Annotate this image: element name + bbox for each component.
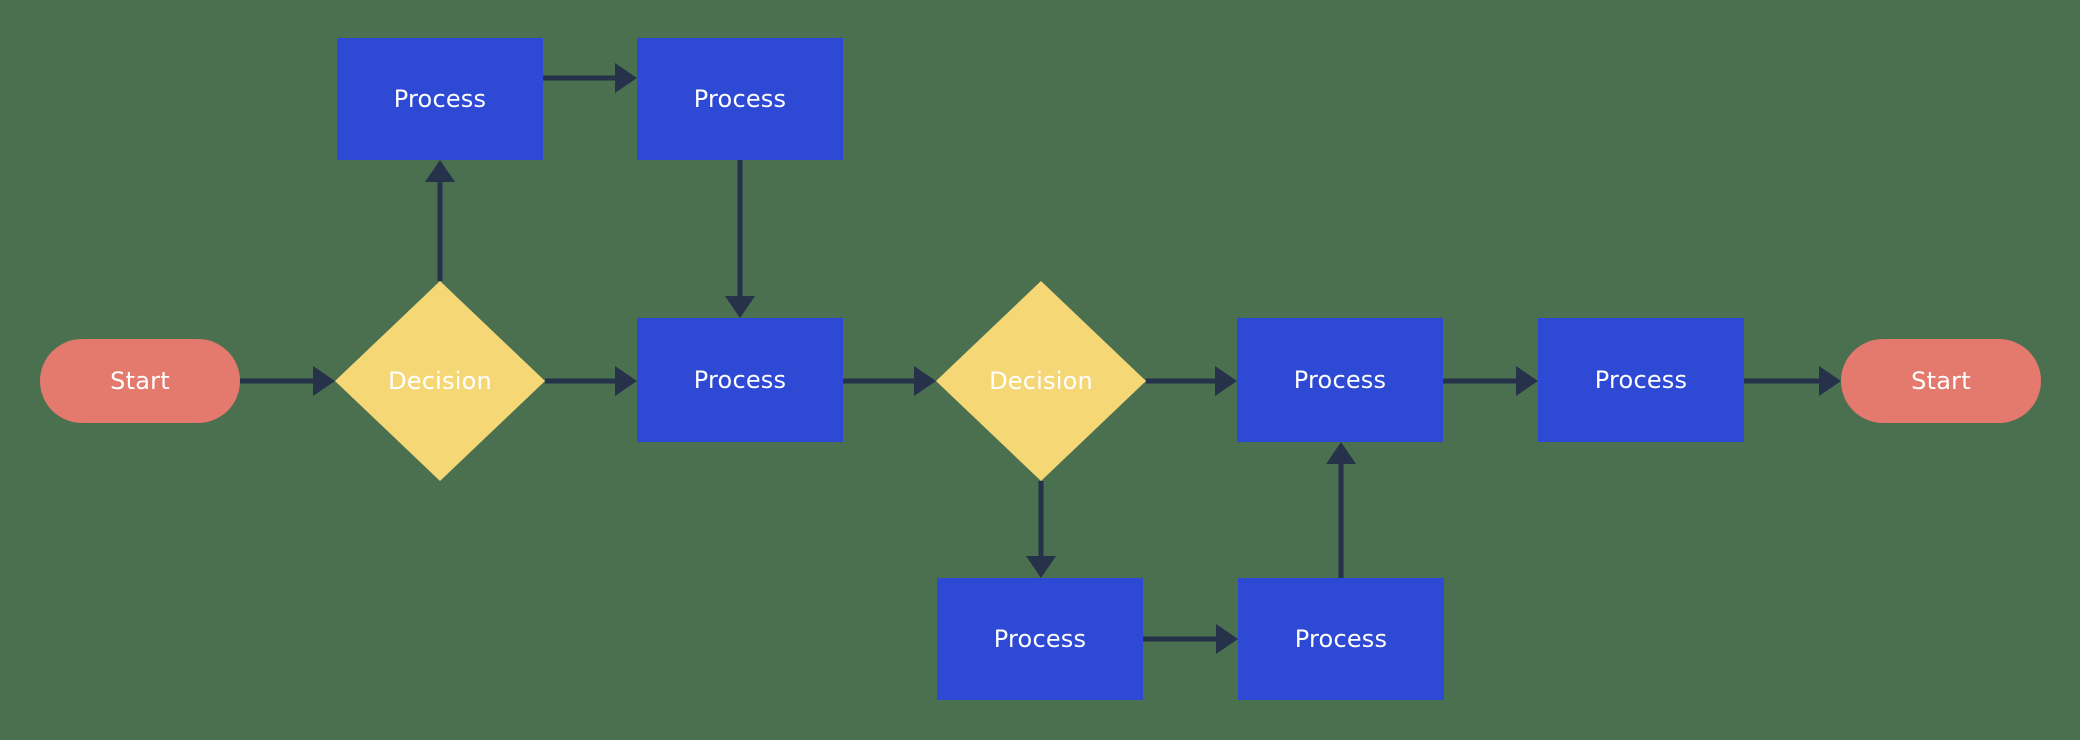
flow-node-process_right_two[interactable]: Process: [1538, 318, 1744, 442]
flow-node-decision_two[interactable]: Decision: [936, 281, 1146, 481]
edge-arrowhead-icon: [914, 366, 936, 396]
flow-edge-start_left-to-decision_one: [240, 366, 335, 396]
edge-arrowhead-icon: [725, 296, 755, 318]
flow-node-decision_one[interactable]: Decision: [335, 281, 545, 481]
flow-edge-decision_one-to-process_top_left: [425, 160, 455, 281]
flow-node-label: Process: [1294, 625, 1388, 653]
edge-arrowhead-icon: [615, 366, 637, 396]
edge-arrowhead-icon: [425, 160, 455, 182]
flow-node-label: Process: [393, 85, 487, 113]
flow-edge-decision_two-to-process_right_one: [1146, 366, 1237, 396]
flow-node-process_middle[interactable]: Process: [637, 318, 843, 442]
flow-node-label: Process: [1293, 366, 1387, 394]
flow-node-label: Process: [693, 85, 787, 113]
edge-arrowhead-icon: [1026, 556, 1056, 578]
flow-edge-process_bottom_left-to-process_bottom_right: [1143, 624, 1238, 654]
flow-edge-process_bottom_right-to-process_right_one: [1326, 442, 1356, 578]
flow-node-label: Process: [693, 366, 787, 394]
edge-arrowhead-icon: [1516, 366, 1538, 396]
decision-diamond-shape: [335, 281, 545, 481]
edge-arrowhead-icon: [615, 63, 637, 93]
flow-node-process_right_one[interactable]: Process: [1237, 318, 1443, 442]
flow-edge-process_right_two-to-start_right: [1744, 366, 1841, 396]
edge-arrowhead-icon: [1326, 442, 1356, 464]
flow-node-start_left[interactable]: Start: [40, 339, 240, 423]
flow-edge-decision_one-to-process_middle: [545, 366, 637, 396]
edge-arrowhead-icon: [1216, 624, 1238, 654]
flow-node-process_top_right[interactable]: Process: [637, 38, 843, 160]
flow-node-start_right[interactable]: Start: [1841, 339, 2041, 423]
flow-edge-process_right_one-to-process_right_two: [1443, 366, 1538, 396]
flow-node-label: Process: [1594, 366, 1688, 394]
edge-arrowhead-icon: [1215, 366, 1237, 396]
flow-node-label: Start: [110, 367, 170, 395]
flow-node-label: Start: [1911, 367, 1971, 395]
flow-node-process_top_left[interactable]: Process: [337, 38, 543, 160]
flow-edge-process_middle-to-decision_two: [843, 366, 936, 396]
flow-node-label: Process: [993, 625, 1087, 653]
flow-edge-process_top_left-to-process_top_right: [543, 63, 637, 93]
flow-node-process_bottom_right[interactable]: Process: [1238, 578, 1444, 700]
flow-edge-process_top_right-to-process_middle: [725, 160, 755, 318]
edge-arrowhead-icon: [1819, 366, 1841, 396]
decision-diamond-shape: [936, 281, 1146, 481]
flow-node-process_bottom_left[interactable]: Process: [937, 578, 1143, 700]
flow-edge-decision_two-to-process_bottom_left: [1026, 481, 1056, 578]
edge-arrowhead-icon: [313, 366, 335, 396]
